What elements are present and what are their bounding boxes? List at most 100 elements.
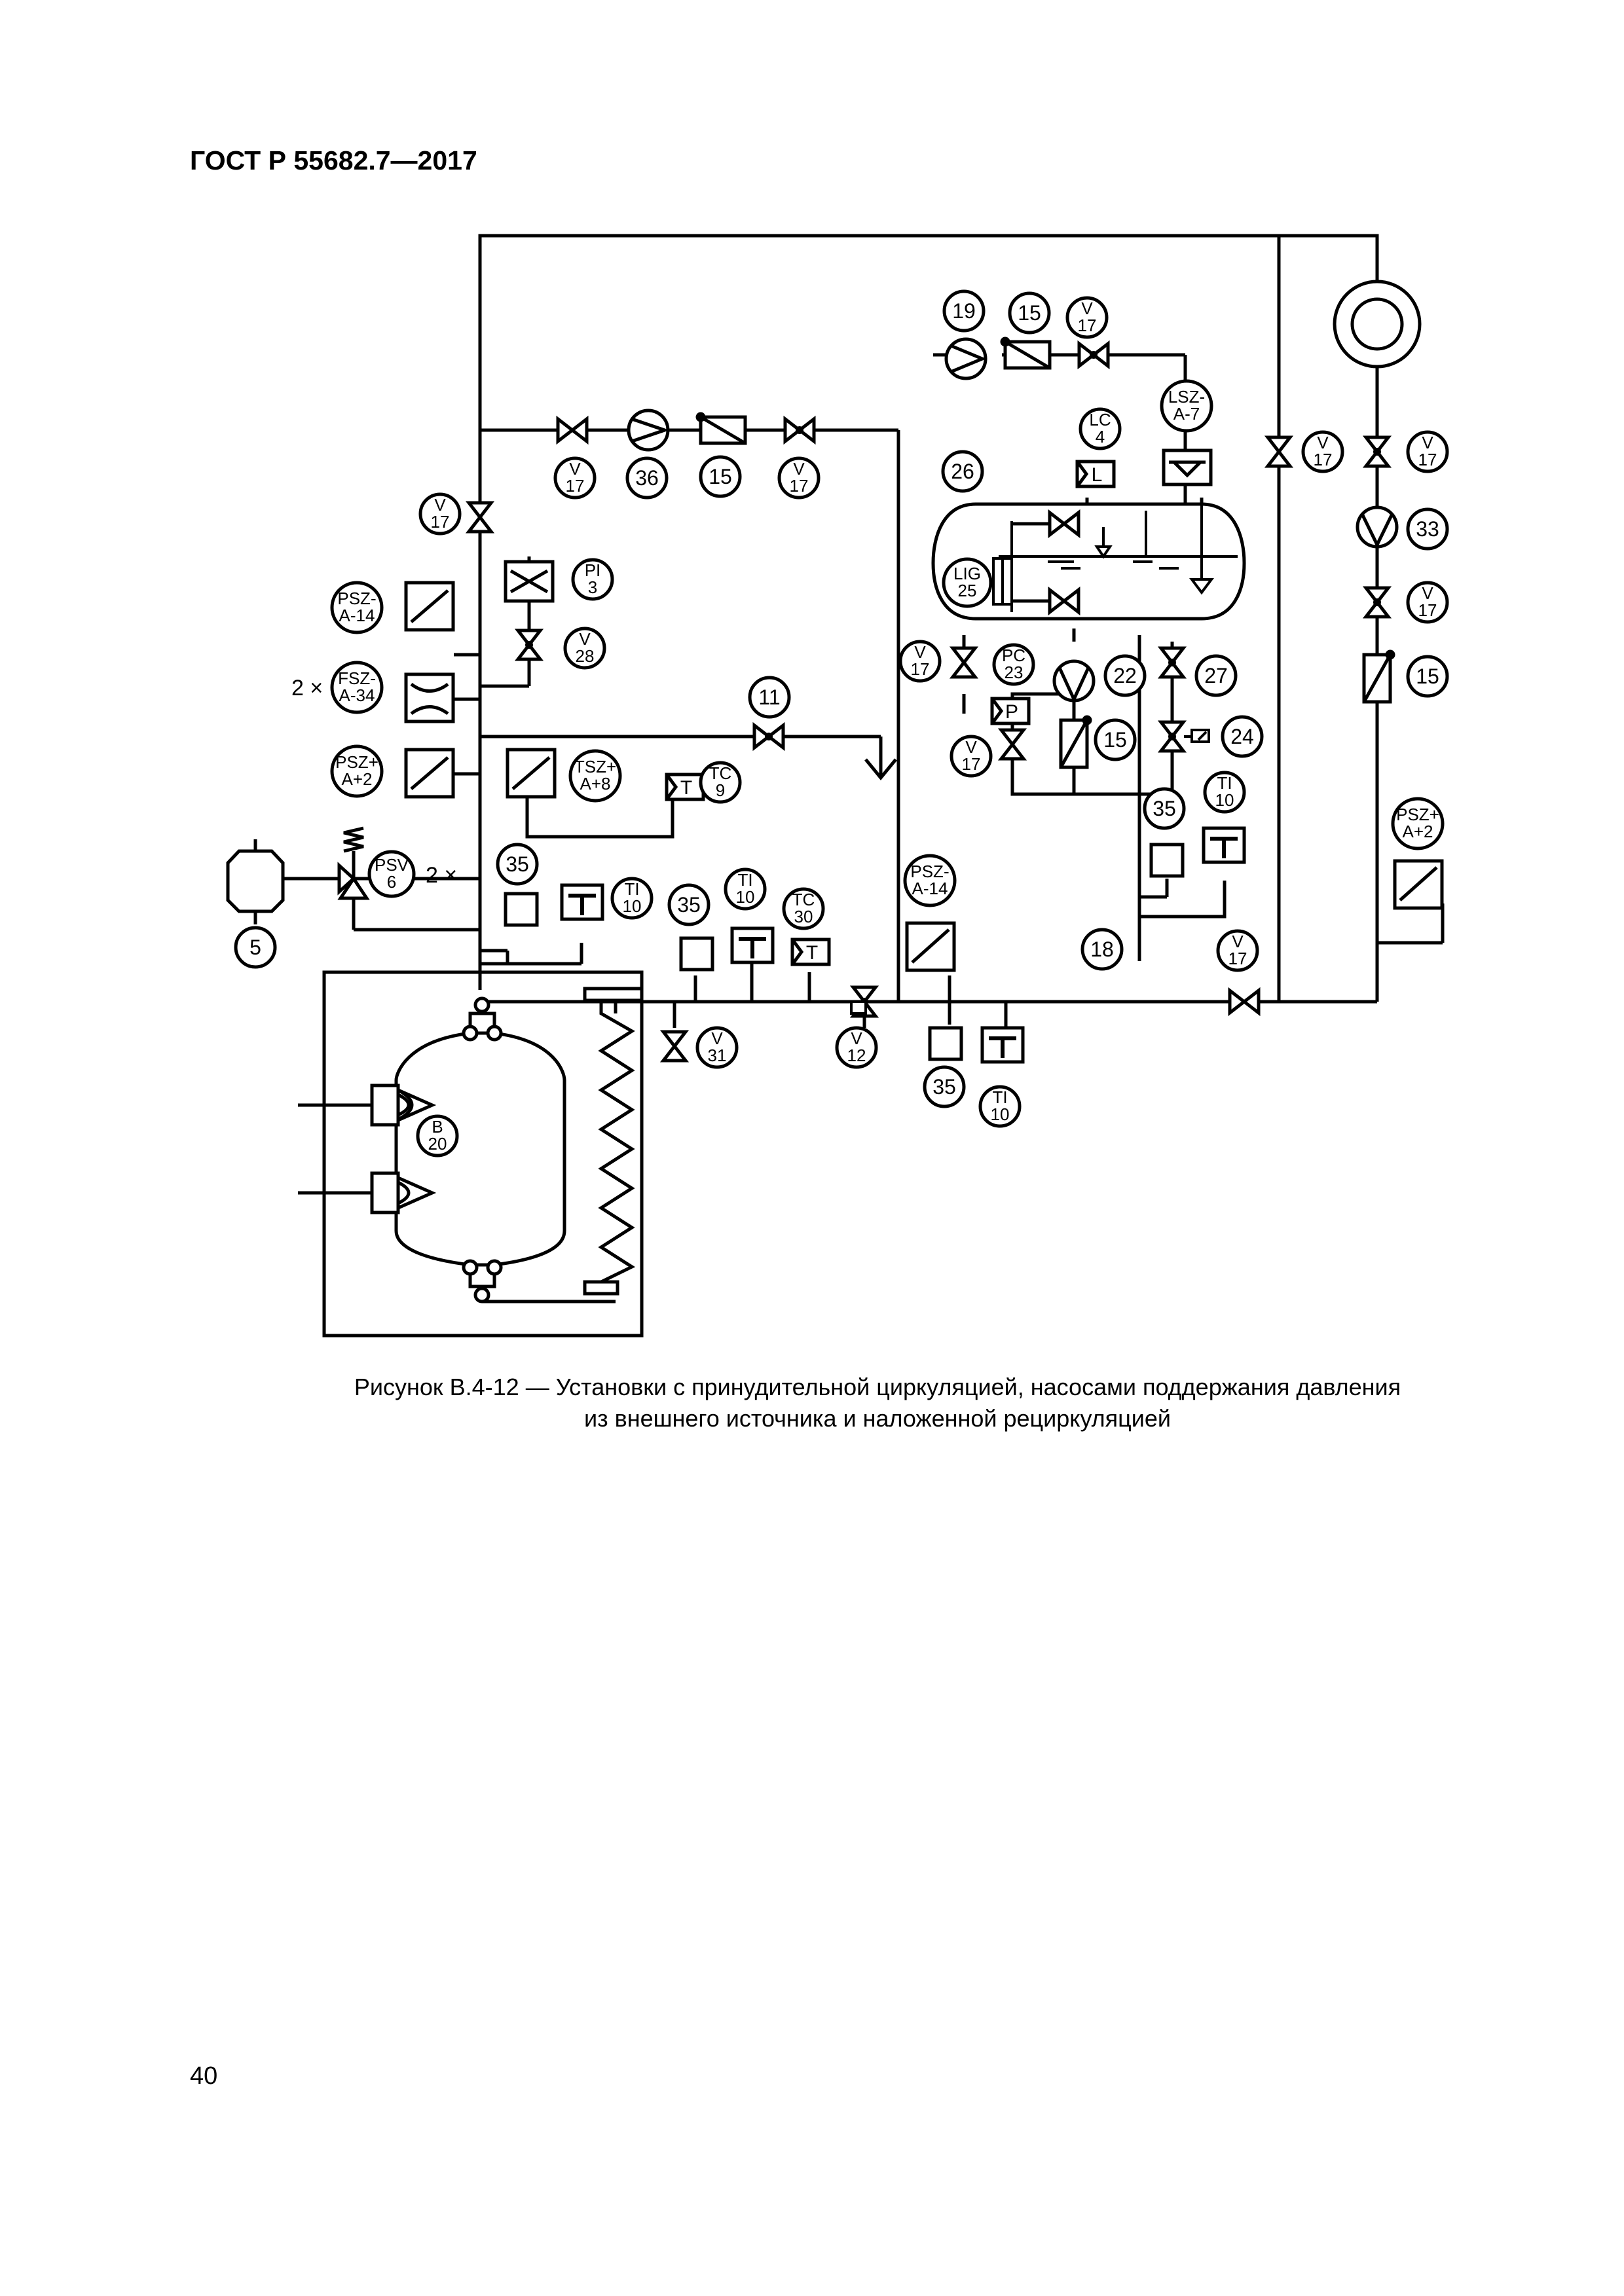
svg-text:5: 5 <box>249 936 261 959</box>
separator-vessel-26 <box>931 502 1246 621</box>
document-header: ГОСТ Р 55682.7—2017 <box>190 145 477 175</box>
svg-text:V: V <box>1232 932 1244 951</box>
svg-text:A-34: A-34 <box>339 685 375 705</box>
svg-text:20: 20 <box>428 1134 447 1154</box>
box-letters: T T P L <box>680 464 1103 964</box>
svg-text:12: 12 <box>847 1046 866 1065</box>
svg-text:PSZ-: PSZ- <box>910 862 949 881</box>
svg-text:17: 17 <box>431 512 450 532</box>
svg-text:3: 3 <box>588 577 597 597</box>
thermometer-marks <box>568 837 1238 1058</box>
svg-text:25: 25 <box>958 581 977 600</box>
filters <box>695 337 1395 769</box>
svg-text:15: 15 <box>709 465 732 488</box>
svg-text:PSZ+: PSZ+ <box>335 752 378 772</box>
svg-text:A-14: A-14 <box>339 606 375 625</box>
svg-text:15: 15 <box>1416 665 1439 688</box>
svg-text:A+2: A+2 <box>342 769 373 789</box>
svg-text:A-7: A-7 <box>1173 404 1200 424</box>
svg-text:17: 17 <box>1314 450 1333 469</box>
svg-text:V: V <box>711 1029 723 1048</box>
bubble-labels: V17 V17 V17 36 15 PI3 V28 PSZ-A-14 FSZ-A… <box>249 299 1439 1154</box>
figure-caption: Рисунок В.4-12 — Установки с принудитель… <box>190 1372 1565 1434</box>
svg-text:V: V <box>1422 433 1433 452</box>
svg-text:17: 17 <box>566 476 585 496</box>
svg-text:PSZ+: PSZ+ <box>1396 805 1439 824</box>
svg-text:T: T <box>680 777 692 799</box>
svg-text:PSV: PSV <box>375 855 409 875</box>
svg-text:35: 35 <box>506 852 529 876</box>
svg-text:T: T <box>806 942 818 964</box>
svg-text:15: 15 <box>1103 728 1127 752</box>
svg-text:9: 9 <box>716 780 725 800</box>
svg-text:LIG: LIG <box>953 564 981 583</box>
svg-text:TI: TI <box>1217 773 1232 793</box>
svg-text:LSZ-: LSZ- <box>1168 387 1205 407</box>
multiplier-labels: 2 × 2 × <box>291 676 457 888</box>
svg-text:B: B <box>432 1117 443 1137</box>
svg-text:V: V <box>965 737 977 757</box>
svg-text:V: V <box>1317 433 1329 452</box>
svg-text:V: V <box>851 1029 862 1048</box>
svg-text:A+2: A+2 <box>1403 822 1433 841</box>
burner-1 <box>298 1084 437 1127</box>
svg-text:TI: TI <box>624 879 639 899</box>
svg-text:V: V <box>434 495 446 515</box>
svg-text:TI: TI <box>737 870 752 890</box>
pumps <box>627 280 1422 704</box>
svg-text:V: V <box>793 459 805 479</box>
svg-text:17: 17 <box>1418 600 1437 620</box>
svg-text:33: 33 <box>1416 517 1439 541</box>
svg-text:P: P <box>1005 701 1018 723</box>
svg-text:17: 17 <box>1418 450 1437 469</box>
svg-text:19: 19 <box>952 299 976 323</box>
svg-text:PC: PC <box>1002 646 1025 665</box>
caption-line-1: Рисунок В.4-12 — Установки с принудитель… <box>354 1374 1401 1400</box>
svg-text:24: 24 <box>1230 725 1254 748</box>
svg-text:36: 36 <box>635 466 659 490</box>
svg-text:17: 17 <box>962 754 981 774</box>
svg-text:17: 17 <box>790 476 809 496</box>
boiler-enclosure <box>298 970 644 1338</box>
svg-text:26: 26 <box>951 460 974 483</box>
svg-text:35: 35 <box>932 1075 956 1099</box>
heat-exchanger-coil <box>583 987 644 1296</box>
svg-text:17: 17 <box>1228 949 1247 968</box>
svg-text:35: 35 <box>677 893 701 917</box>
svg-text:35: 35 <box>1153 797 1176 820</box>
expansion-vessel-5 <box>226 839 339 924</box>
svg-text:15: 15 <box>1018 301 1041 325</box>
svg-text:4: 4 <box>1096 427 1105 446</box>
svg-text:22: 22 <box>1113 664 1137 687</box>
svg-text:L: L <box>1092 464 1103 486</box>
svg-text:PSZ-: PSZ- <box>337 589 376 608</box>
svg-text:10: 10 <box>1215 790 1234 810</box>
svg-text:TI: TI <box>992 1087 1007 1107</box>
svg-text:10: 10 <box>736 887 755 907</box>
safety-valve-psv6 <box>337 826 370 930</box>
svg-text:V: V <box>579 629 591 649</box>
svg-text:V: V <box>914 642 926 662</box>
svg-text:LC: LC <box>1089 410 1111 429</box>
svg-text:TC: TC <box>792 890 815 909</box>
svg-text:10: 10 <box>623 896 642 916</box>
svg-text:17: 17 <box>911 659 930 679</box>
svg-text:27: 27 <box>1204 664 1228 687</box>
caption-line-2: из внешнего источника и наложенной рецир… <box>583 1405 1172 1432</box>
svg-text:V: V <box>1081 299 1093 318</box>
svg-text:17: 17 <box>1078 316 1097 335</box>
svg-text:TC: TC <box>709 763 732 783</box>
page-number: 40 <box>190 2062 218 2090</box>
svg-text:28: 28 <box>576 646 595 666</box>
svg-text:18: 18 <box>1090 938 1114 961</box>
svg-text:V: V <box>569 459 581 479</box>
svg-text:6: 6 <box>387 872 396 892</box>
svg-text:2 ×: 2 × <box>426 863 457 888</box>
svg-text:2 ×: 2 × <box>291 676 323 701</box>
burner-2 <box>298 1171 437 1214</box>
piping-diagram: V17 V17 V17 36 15 PI3 V28 PSZ-A-14 FSZ-A… <box>226 234 1449 1338</box>
svg-text:PI: PI <box>585 560 601 580</box>
svg-text:30: 30 <box>794 907 813 926</box>
svg-text:11: 11 <box>758 685 780 709</box>
svg-text:V: V <box>1422 583 1433 603</box>
